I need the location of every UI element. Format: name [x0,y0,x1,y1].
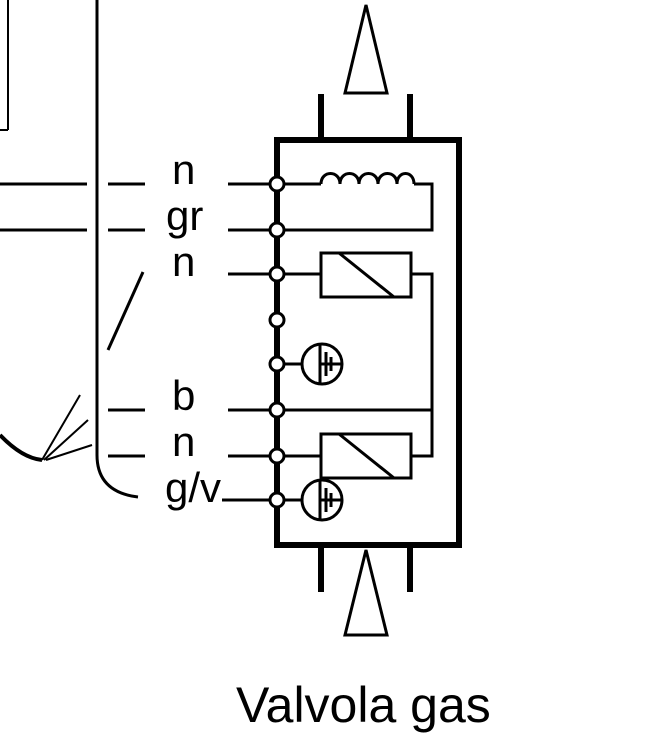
terminal-point [268,355,286,373]
wire-label-5: n [172,418,195,465]
terminal-point [268,265,286,283]
cable-sheath [95,0,139,499]
terminal-point [268,447,286,465]
earth-ground-icon [277,478,344,522]
earth-ground-icon [277,342,344,386]
terminal-point [268,311,286,329]
solenoid-icon [277,251,434,458]
outlet-arrow-icon [343,4,389,95]
coil-icon [277,172,434,232]
terminal-point [268,491,286,509]
wire-label-1: n [172,146,195,193]
wire-label-2: gr [166,192,203,239]
valve-body [274,137,462,548]
incoming-wires [0,182,145,462]
terminal-point [268,401,286,419]
inlet-arrow-icon [343,549,389,637]
solenoid-icon [277,432,413,480]
wire-labels: n gr n b n g/v [165,146,221,511]
valve-pipes [318,94,413,592]
left-panel-outline [0,0,9,131]
wire-label-3: n [172,238,195,285]
diagram-title: Valvola gas [236,677,491,733]
terminal-points [268,175,286,509]
terminal-point [268,175,286,193]
wire-label-6: g/v [165,464,221,511]
terminal-point [268,221,286,239]
wire-label-4: b [172,372,195,419]
